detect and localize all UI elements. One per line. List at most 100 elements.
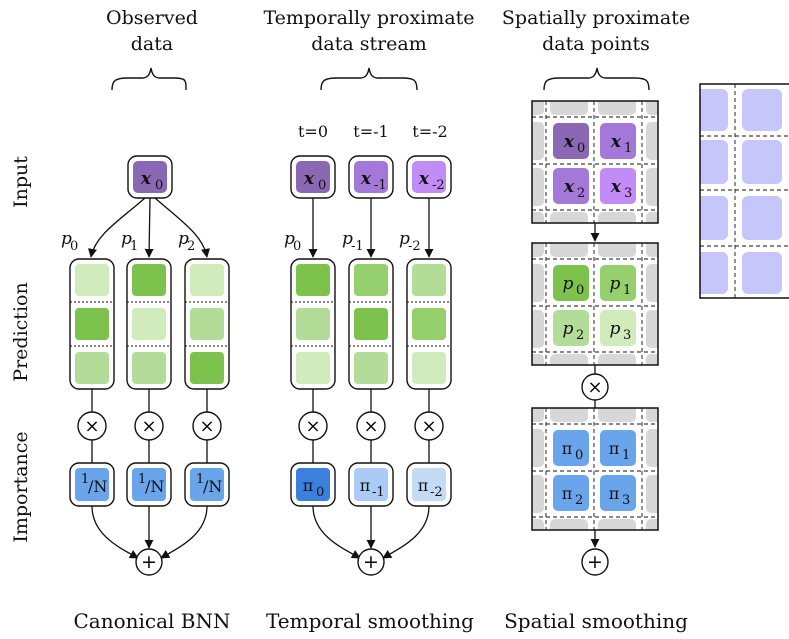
spatial-header-line2: data points <box>542 33 650 55</box>
canonical-brace <box>111 67 187 91</box>
spatial-prediction-symbol-2: p <box>563 319 574 339</box>
temporal-input-node-1: x -1 <box>348 155 394 199</box>
spatial-prediction-symbol-0: p <box>563 274 574 294</box>
spatial-brace <box>543 67 650 91</box>
temporal-sum-edge-2 <box>382 505 430 559</box>
input-symbol: x <box>360 169 372 189</box>
spatial-input-sub-3: 3 <box>624 186 632 201</box>
spatial-prediction-panel: p 0 p 1 p 2 p 3 <box>531 242 659 366</box>
sum-symbol: + <box>587 551 603 573</box>
spatial-input-sub-2: 2 <box>577 186 585 201</box>
multiply-symbol: × <box>199 416 214 437</box>
canonical-prediction-2 <box>184 258 230 390</box>
row-label-input: Input <box>10 156 32 208</box>
canonical-header-line1: Observed <box>106 7 198 29</box>
temporal-sum-edge-0 <box>312 505 361 559</box>
spatial-input-symbol-0: x <box>563 132 575 152</box>
importance-denominator: /N <box>88 477 107 496</box>
temporal-multiply-2: × <box>414 411 444 441</box>
canonical-edge-0 <box>87 197 146 258</box>
spatial-input-sub-0: 0 <box>577 141 585 156</box>
spatial-header-line1: Spatially proximate <box>502 7 690 29</box>
multiply-symbol: × <box>141 416 156 437</box>
canonical-sum-edge-0 <box>91 505 139 559</box>
temporal-header-line2: data stream <box>311 33 427 55</box>
spatial-prediction-sub-0: 0 <box>576 283 584 298</box>
temporal-caption: Temporal smoothing <box>266 609 474 633</box>
spatial-importance-sub-1: 1 <box>622 448 630 463</box>
multiply-symbol: × <box>363 416 378 437</box>
spatial-multiply: × <box>581 373 609 401</box>
temporal-brace <box>320 67 418 91</box>
temporal-edge-label-1-sub: -1 <box>351 239 364 254</box>
spatial-input-symbol-2: x <box>563 177 575 197</box>
time-label-0: t=0 <box>298 122 328 141</box>
canonical-input-node: x 0 <box>127 155 173 199</box>
spatial-importance-panel: π 0 π 1 π 2 π 3 <box>531 407 659 531</box>
spatial-importance-sub-3: 3 <box>622 493 630 508</box>
input-subscript: -1 <box>374 178 387 193</box>
canonical-importance-0: 1 /N <box>69 462 115 507</box>
temporal-edge-label-2: p <box>399 229 410 249</box>
temporal-multiply-1: × <box>356 411 386 441</box>
canonical-edge-label-0: p <box>61 229 72 249</box>
canonical-prediction-1 <box>126 258 172 390</box>
spatial-importance-sub-2: 2 <box>575 493 583 508</box>
canonical-edge-label-2-sub: 2 <box>187 239 195 254</box>
importance-denominator: /N <box>203 477 222 496</box>
importance-numerator: 1 <box>138 472 146 487</box>
temporal-sum-node: + <box>357 548 385 576</box>
temporal-edge-label-0-sub: 0 <box>293 239 301 254</box>
canonical-edge-label-1-sub: 1 <box>130 239 138 254</box>
canonical-multiply-1: × <box>134 411 164 441</box>
input-subscript: -2 <box>432 178 445 193</box>
input-subscript: 0 <box>318 178 326 193</box>
spatial-importance-sub-0: 0 <box>575 448 583 463</box>
temporal-prediction-2 <box>406 258 452 390</box>
input-symbol: x <box>303 169 315 189</box>
spatial-importance-symbol-3: π <box>609 484 620 503</box>
canonical-header-line2: data <box>131 33 173 55</box>
temporal-edge-label-1: p <box>342 229 353 249</box>
spatial-prediction-symbol-1: p <box>610 274 621 294</box>
canonical-edge-label-1: p <box>121 229 132 249</box>
importance-numerator: 1 <box>81 472 89 487</box>
importance-symbol: π <box>418 476 429 495</box>
spatial-input-symbol-1: x <box>610 132 622 152</box>
spatial-prediction-symbol-3: p <box>610 319 621 339</box>
spatial-importance-symbol-0: π <box>562 439 573 458</box>
temporal-prediction-1 <box>348 258 394 390</box>
temporal-importance-0: π 0 <box>290 462 336 507</box>
spatial-sum-node: + <box>581 548 609 576</box>
multiply-symbol: × <box>587 377 602 398</box>
importance-symbol: π <box>360 476 371 495</box>
importance-subscript: -2 <box>430 485 443 500</box>
temporal-input-node-0: x 0 <box>290 155 336 199</box>
canonical-prediction-0 <box>69 258 115 390</box>
canonical-input-subscript: 0 <box>155 178 163 193</box>
spatial-prediction-sub-2: 2 <box>576 328 584 343</box>
importance-subscript: 0 <box>316 485 324 500</box>
canonical-sum-edge-2 <box>160 505 208 559</box>
row-label-importance: Importance <box>10 431 32 542</box>
sum-symbol: + <box>141 551 157 573</box>
spatial-prediction-sub-1: 1 <box>623 283 631 298</box>
temporal-prediction-0 <box>290 258 336 390</box>
multiply-symbol: × <box>84 416 99 437</box>
canonical-importance-1: 1 /N <box>126 462 172 507</box>
temporal-importance-2: π -2 <box>406 462 452 507</box>
time-label-1: t=-1 <box>353 122 388 141</box>
spatial-input-sub-1: 1 <box>624 141 632 156</box>
spatial-importance-symbol-1: π <box>609 439 620 458</box>
importance-denominator: /N <box>145 477 164 496</box>
canonical-multiply-0: × <box>77 411 107 441</box>
importance-symbol: π <box>303 476 314 495</box>
canonical-edge-label-0-sub: 0 <box>70 239 78 254</box>
canonical-caption: Canonical BNN <box>73 609 230 633</box>
importance-numerator: 1 <box>196 472 204 487</box>
spatial-caption: Spatial smoothing <box>504 609 688 633</box>
spatial-importance-symbol-2: π <box>562 484 573 503</box>
spatial-input-panel: x 0 x 1 x 2 x 3 <box>531 100 659 224</box>
canonical-edge-2 <box>154 197 211 258</box>
